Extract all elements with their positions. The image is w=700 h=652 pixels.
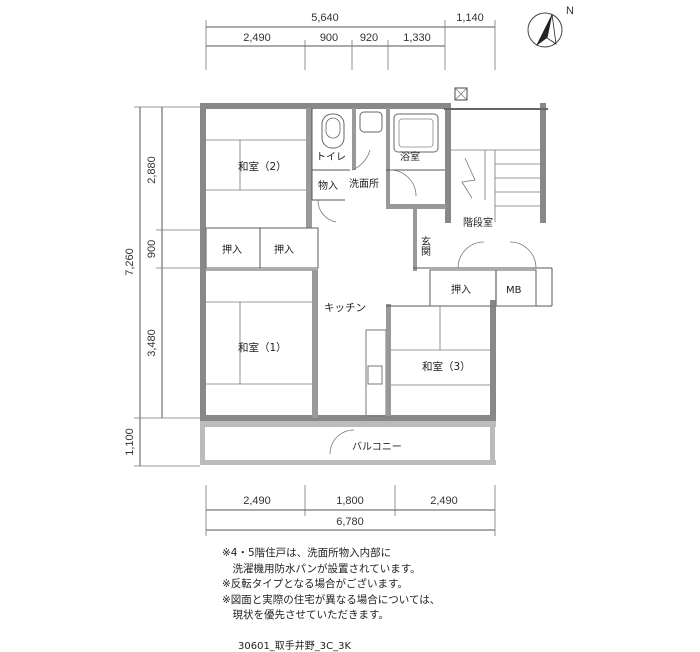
dim-left-balcony: 1,100 bbox=[124, 428, 136, 456]
dim-bottom-seg-3: 2,490 bbox=[430, 495, 458, 507]
balcony-area bbox=[200, 421, 496, 465]
left-dimensions: 7,260 2,880 900 3,480 1,100 bbox=[124, 106, 200, 467]
dim-left-seg-2: 900 bbox=[146, 240, 158, 258]
dim-bottom-seg-2: 1,800 bbox=[336, 495, 364, 507]
room-kitchen: キッチン bbox=[324, 302, 366, 314]
tatami-lines bbox=[206, 139, 490, 386]
room-washroom: 洗面所 bbox=[349, 178, 379, 190]
room-stairs: 階段室 bbox=[463, 216, 493, 229]
dim-left-seg-3: 3,480 bbox=[146, 329, 158, 357]
room-closet-right: 押入 bbox=[451, 283, 471, 296]
dim-top-total: 5,640 bbox=[311, 12, 339, 24]
toilet-icon bbox=[321, 113, 345, 149]
dim-top-seg-3: 920 bbox=[360, 32, 378, 44]
dim-left-total: 7,260 bbox=[124, 248, 136, 276]
room-closet-left-a: 押入 bbox=[222, 243, 242, 256]
dim-bottom-total: 6,780 bbox=[336, 516, 364, 528]
note-line-1: ※4・5階住戸は、洗面所物入内部に bbox=[222, 547, 392, 559]
room-washitsu-1: 和室（1） bbox=[238, 341, 287, 354]
dim-top-seg-4: 1,330 bbox=[403, 32, 431, 44]
room-toilet: トイレ bbox=[316, 152, 346, 163]
fixtures bbox=[321, 111, 439, 153]
dim-left-seg-1: 2,880 bbox=[146, 156, 158, 184]
room-washitsu-2: 和室（2） bbox=[238, 160, 287, 173]
stairs-icon bbox=[451, 149, 540, 222]
bottom-dimensions: 2,490 1,800 2,490 6,780 bbox=[205, 485, 496, 536]
note-line-3: ※反転タイプとなる場合がございます。 bbox=[222, 578, 408, 590]
room-entrance: 玄関 bbox=[419, 235, 431, 257]
room-bath: 浴室 bbox=[400, 150, 420, 163]
dim-top-extra: 1,140 bbox=[456, 12, 484, 24]
interior-walls bbox=[205, 108, 553, 418]
room-balcony: バルコニー bbox=[352, 441, 402, 453]
dim-top-seg-1: 2,490 bbox=[243, 32, 271, 44]
compass-icon: N bbox=[527, 5, 574, 48]
room-mb: MB bbox=[506, 285, 522, 296]
room-washitsu-3: 和室（3） bbox=[422, 360, 471, 373]
outer-walls bbox=[200, 87, 548, 421]
dim-top-seg-2: 900 bbox=[320, 32, 338, 44]
doors bbox=[317, 149, 537, 455]
plan-code: 30601_取手井野_3C_3K bbox=[238, 641, 352, 652]
room-closet-left-b: 押入 bbox=[274, 243, 294, 256]
plan-notes: ※4・5階住戸は、洗面所物入内部に 洗濯機用防水パンが設置されています。 ※反転… bbox=[222, 546, 440, 624]
compass-label: N bbox=[566, 5, 574, 17]
note-line-4: ※図面と実際の住宅が異なる場合については、 bbox=[222, 593, 441, 606]
room-storage: 物入 bbox=[318, 179, 338, 192]
room-entrance-label: 玄関 bbox=[419, 235, 431, 257]
top-dimensions: 5,640 1,140 2,490 900 920 1,330 bbox=[205, 12, 496, 70]
bathtub-icon bbox=[393, 113, 439, 153]
note-line-5: 現状を優先させていただきます。 bbox=[222, 609, 389, 621]
dim-bottom-seg-1: 2,490 bbox=[243, 495, 271, 507]
sink-icon bbox=[359, 111, 383, 133]
note-line-2: 洗濯機用防水パンが設置されています。 bbox=[222, 562, 421, 575]
